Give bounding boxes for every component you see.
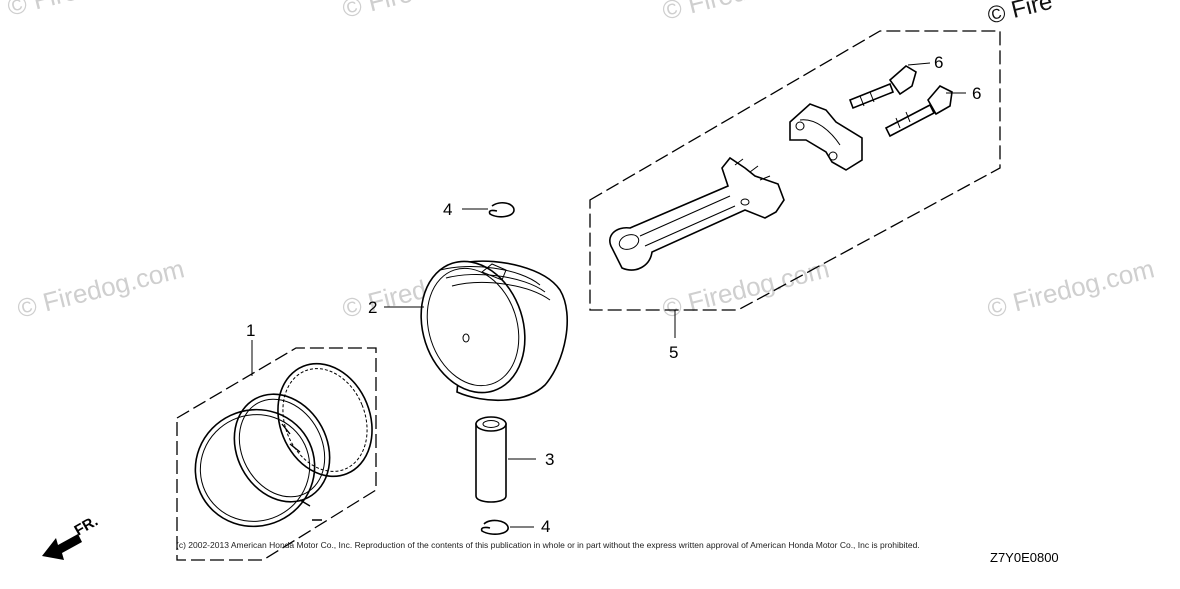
ring-gap-marks <box>281 423 322 521</box>
front-arrow-icon <box>42 534 82 560</box>
pin-clip-bottom-illustration <box>480 519 509 536</box>
watermark: © Fire <box>985 0 1055 30</box>
piston-pin-illustration <box>475 416 507 503</box>
ring-set-box <box>176 347 377 561</box>
watermark: © Firedog.com <box>659 253 832 323</box>
piston-rings <box>194 362 373 528</box>
watermark: © Firedog <box>339 0 457 24</box>
callout-rod-bolt-top[interactable]: 6 <box>934 53 943 72</box>
piston-illustration <box>420 260 568 401</box>
copyright-notice: (c) 2002-2013 American Honda Motor Co., … <box>176 540 920 550</box>
watermark: © Firedog <box>659 0 777 26</box>
callout-piston-pin[interactable]: 3 <box>545 450 554 469</box>
watermark: © Firedog.com <box>984 253 1157 323</box>
watermarks: © Firedog © Firedog © Firedog © Fire © F… <box>4 0 1157 324</box>
pin-clip-top-illustration <box>488 201 515 218</box>
connecting-rod-illustration <box>609 156 785 271</box>
rod-assembly-box <box>589 30 1001 311</box>
rod-cap-illustration <box>789 103 863 171</box>
rod-bolts-illustration <box>848 65 953 138</box>
watermark: © Firedog <box>4 0 122 22</box>
callouts: 1 2 3 4 4 5 6 6 <box>246 53 981 536</box>
ring-middle-inner <box>238 398 326 498</box>
ring-lower <box>194 408 316 528</box>
callout-pin-clip-top[interactable]: 4 <box>443 200 452 219</box>
callout-piston[interactable]: 2 <box>368 298 377 317</box>
callout-rod-bolt-bottom[interactable]: 6 <box>972 84 981 103</box>
callout-pin-clip-bottom[interactable]: 4 <box>541 517 550 536</box>
callout-piston-ring-set[interactable]: 1 <box>246 321 255 340</box>
ring-upper-inner <box>282 368 368 472</box>
watermark: © Firedog.com <box>14 253 187 323</box>
leader-lines <box>251 62 966 528</box>
ring-upper <box>277 362 373 478</box>
front-direction-indicator: FR. <box>42 513 101 560</box>
diagram-code: Z7Y0E0800 <box>990 550 1059 565</box>
ring-middle <box>233 393 331 503</box>
callout-connecting-rod-assembly[interactable]: 5 <box>669 343 678 362</box>
ring-lower-inner <box>199 414 311 522</box>
